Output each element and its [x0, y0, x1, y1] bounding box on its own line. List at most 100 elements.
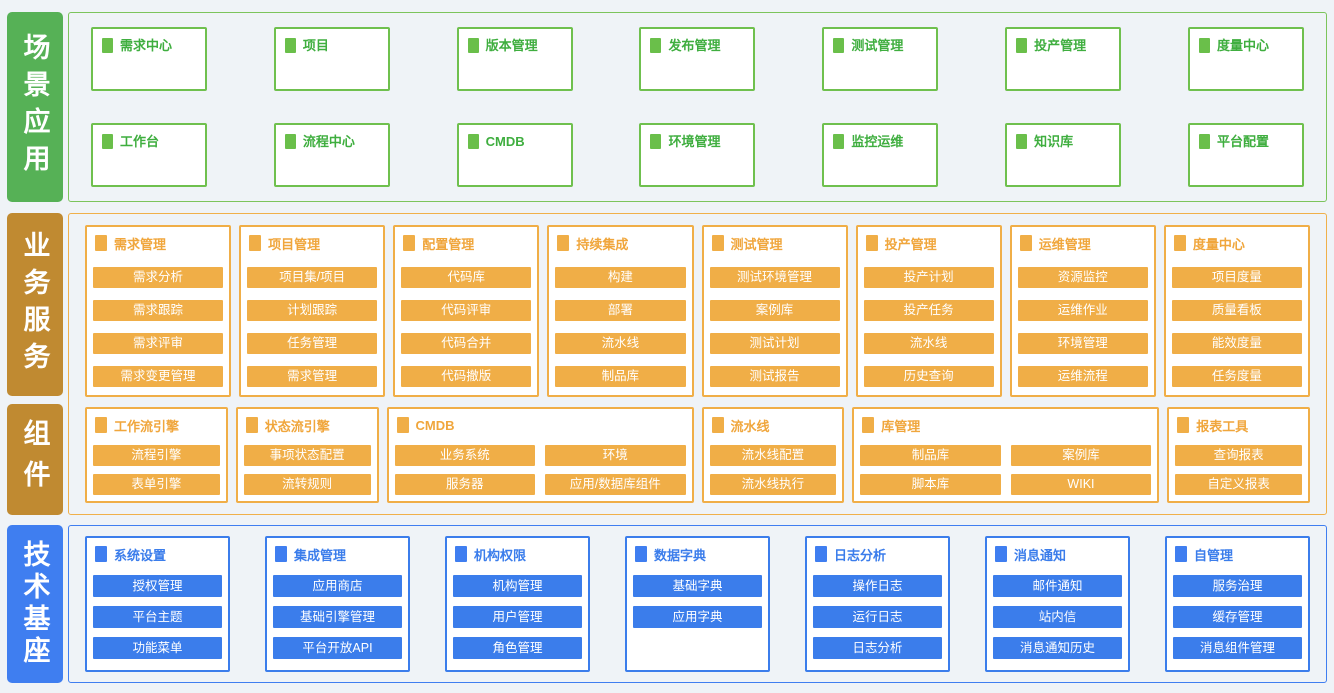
scene-app-label: 工作台: [120, 134, 160, 149]
section-label-scene-apps: 场景应用: [7, 12, 63, 202]
module-card-header: 配置管理: [403, 233, 531, 253]
scene-app-box: 投产管理: [1005, 27, 1122, 91]
business-components-labels: 业务服务 组件: [7, 213, 63, 515]
feature-pill: 查询报表: [1175, 445, 1302, 466]
module-card: 度量中心项目度量质量看板能效度量任务度量: [1163, 225, 1310, 397]
module-card: 工作流引擎流程引擎表单引擎: [85, 407, 228, 503]
feature-pill: 测试报告: [709, 366, 840, 387]
scene-app-label: 需求中心: [120, 38, 173, 53]
module-card-header: 库管理: [862, 415, 1151, 435]
scene-app-label: CMDB: [485, 134, 525, 149]
feature-pill: 操作日志: [813, 575, 942, 597]
feature-pill: 历史查询: [863, 366, 994, 387]
module-card: 消息通知邮件通知站内信消息通知历史: [985, 536, 1130, 672]
bullet-icon: [1198, 134, 1210, 149]
bullet-icon: [1016, 134, 1028, 149]
module-card-header: 运维管理: [1019, 233, 1148, 253]
feature-pill: 脚本库: [860, 474, 1001, 495]
feature-pill: 环境: [545, 445, 686, 466]
feature-pill: 用户管理: [453, 606, 582, 628]
feature-pill: 自定义报表: [1175, 474, 1302, 495]
feature-pill: 角色管理: [453, 637, 582, 659]
section-label-tech-base: 技术基座: [7, 525, 63, 683]
scene-app-box: 测试管理: [822, 27, 939, 91]
bullet-icon: [1016, 38, 1028, 53]
module-card-header: 度量中心: [1173, 233, 1302, 253]
feature-pill: 事项状态配置: [243, 445, 371, 466]
module-card-header: 投产管理: [865, 233, 994, 253]
module-card: 持续集成构建部署流水线制品库: [547, 225, 694, 397]
bullet-icon: [833, 134, 845, 149]
module-card-title: 系统设置: [114, 547, 167, 563]
module-card-title: 消息通知: [1014, 547, 1067, 563]
feature-pill: 应用商店: [273, 575, 402, 597]
scene-app-label: 度量中心: [1216, 38, 1269, 53]
bullet-icon: [467, 38, 479, 53]
module-card: 机构权限机构管理用户管理角色管理: [445, 536, 590, 672]
feature-pill: 代码库: [401, 267, 532, 288]
scene-app-box: CMDB: [456, 123, 573, 187]
bullet-icon: [833, 38, 845, 53]
module-card-title: 数据字典: [654, 547, 707, 563]
scene-app-label: 版本管理: [485, 38, 538, 53]
feature-pill: 测试环境管理: [709, 267, 840, 288]
feature-pill: 消息组件管理: [1173, 637, 1302, 659]
bullet-icon: [467, 134, 479, 149]
feature-pill: 授权管理: [93, 575, 222, 597]
scene-app-label: 平台配置: [1216, 134, 1269, 149]
bullet-icon: [1175, 546, 1187, 562]
scene-app-label: 流程中心: [302, 134, 355, 149]
module-card: 状态流引擎事项状态配置流转规则: [235, 407, 379, 503]
bullet-icon: [635, 546, 647, 562]
feature-pill: 案例库: [709, 300, 840, 321]
scene-app-box: 监控运维: [822, 123, 939, 187]
module-card-title: 库管理: [881, 418, 921, 434]
module-card-header: 日志分析: [815, 544, 942, 564]
module-card-title: 集成管理: [294, 547, 347, 563]
feature-pill: 代码评审: [401, 300, 532, 321]
bullet-icon: [455, 546, 467, 562]
feature-pill: 基础字典: [633, 575, 762, 597]
bullet-icon: [650, 134, 662, 149]
feature-pill: 邮件通知: [993, 575, 1122, 597]
bullet-icon: [1198, 38, 1210, 53]
module-card-title: 配置管理: [422, 236, 475, 252]
business-components-container: 需求管理需求分析需求跟踪需求评审需求变更管理项目管理项目集/项目计划跟踪任务管理…: [68, 213, 1327, 515]
business-services-grid: 需求管理需求分析需求跟踪需求评审需求变更管理项目管理项目集/项目计划跟踪任务管理…: [85, 225, 1310, 397]
section-business-and-components: 业务服务 组件 需求管理需求分析需求跟踪需求评审需求变更管理项目管理项目集/项目…: [7, 213, 1327, 515]
scene-app-label: 监控运维: [851, 134, 904, 149]
feature-pill: 表单引擎: [93, 474, 220, 495]
feature-pill: 制品库: [555, 366, 686, 387]
feature-pill: 质量看板: [1171, 300, 1302, 321]
bullet-icon: [95, 546, 107, 562]
bullet-icon: [865, 235, 878, 251]
bullet-icon: [396, 417, 409, 433]
bullet-icon: [557, 235, 570, 251]
feature-pill: 代码撤版: [401, 366, 532, 387]
scene-app-box: 版本管理: [456, 27, 573, 91]
feature-pill: 站内信: [993, 606, 1122, 628]
module-card-title: 运维管理: [1038, 236, 1091, 252]
section-label-business-services: 业务服务: [7, 213, 63, 396]
feature-pill: 部署: [555, 300, 686, 321]
scene-app-label: 项目: [302, 38, 329, 53]
feature-pill: 项目集/项目: [247, 267, 378, 288]
module-card-header: 自管理: [1175, 544, 1302, 564]
feature-pill: 基础引擎管理: [273, 606, 402, 628]
module-card-title: 投产管理: [884, 236, 937, 252]
section-scene-apps: 场景应用 需求中心 项目 版本管理 发布管理 测试管理 投产管理 度量中心工作台 流程中心 CM…: [7, 12, 1327, 202]
bullet-icon: [95, 235, 107, 251]
module-card-header: 数据字典: [635, 544, 762, 564]
feature-pill: 能效度量: [1171, 333, 1302, 354]
scene-app-label: 投产管理: [1034, 38, 1087, 53]
feature-pill: 需求管理: [247, 366, 378, 387]
scene-app-label: 知识库: [1034, 134, 1074, 149]
module-card-header: 持续集成: [557, 233, 685, 253]
bullet-icon: [995, 546, 1007, 562]
scene-app-label: 发布管理: [668, 38, 721, 53]
feature-pill: 流水线配置: [709, 445, 837, 466]
